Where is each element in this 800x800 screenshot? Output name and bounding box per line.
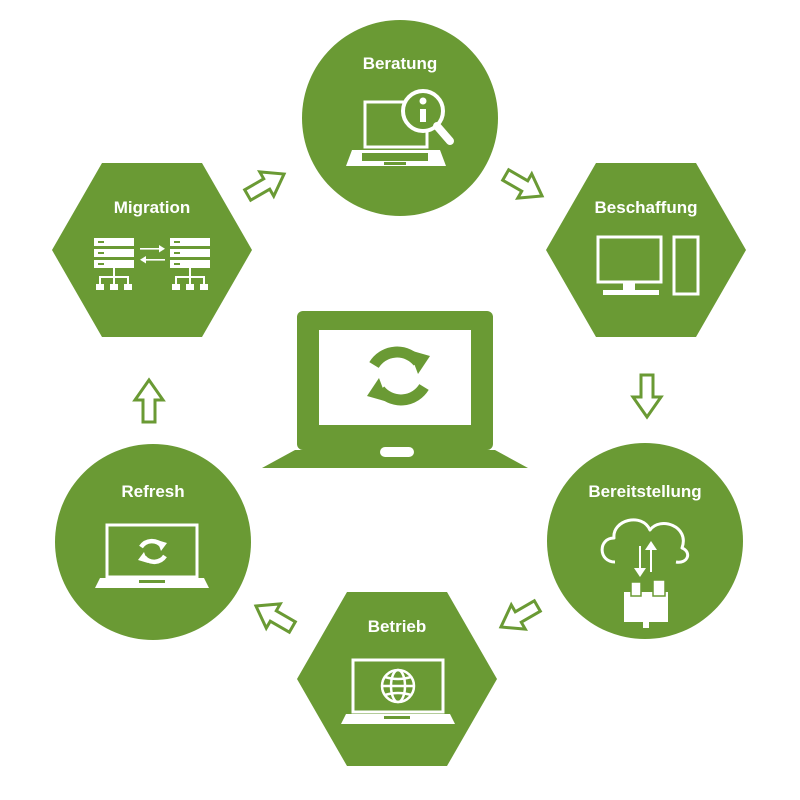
desktop-computer-icon — [596, 235, 700, 296]
flow-arrow-bereitstellung-to-betrieb — [498, 598, 543, 631]
server-migration-icon — [94, 238, 210, 290]
node-beschaffung-label: Beschaffung — [595, 198, 698, 217]
flow-arrow-beschaffung-to-bereitstellung — [630, 373, 664, 420]
flow-arrow-betrieb-to-refresh — [253, 602, 298, 635]
node-refresh-label: Refresh — [121, 482, 184, 501]
node-beratung-label: Beratung — [363, 54, 438, 73]
node-betrieb-label: Betrieb — [368, 617, 427, 636]
node-bereitstellung-label: Bereitstellung — [588, 482, 701, 501]
node-bereitstellung: Bereitstellung — [547, 443, 743, 639]
laptop-refresh-small-icon — [95, 523, 209, 588]
node-refresh: Refresh — [55, 444, 251, 640]
flow-arrow-migration-to-beratung — [242, 170, 287, 203]
flow-arrow-beratung-to-beschaffung — [500, 167, 545, 200]
node-betrieb: Betrieb — [297, 592, 497, 766]
center-laptop-icon — [262, 311, 528, 468]
node-beschaffung: Beschaffung — [546, 163, 746, 337]
node-migration-label: Migration — [114, 198, 191, 217]
laptop-info-search-icon — [346, 89, 454, 166]
flow-arrow-refresh-to-migration — [132, 377, 166, 424]
cloud-deploy-icon — [600, 518, 690, 628]
laptop-globe-icon — [341, 658, 455, 724]
globe-icon — [380, 668, 416, 704]
node-beratung: Beratung — [302, 20, 498, 216]
node-migration: Migration — [52, 163, 252, 337]
